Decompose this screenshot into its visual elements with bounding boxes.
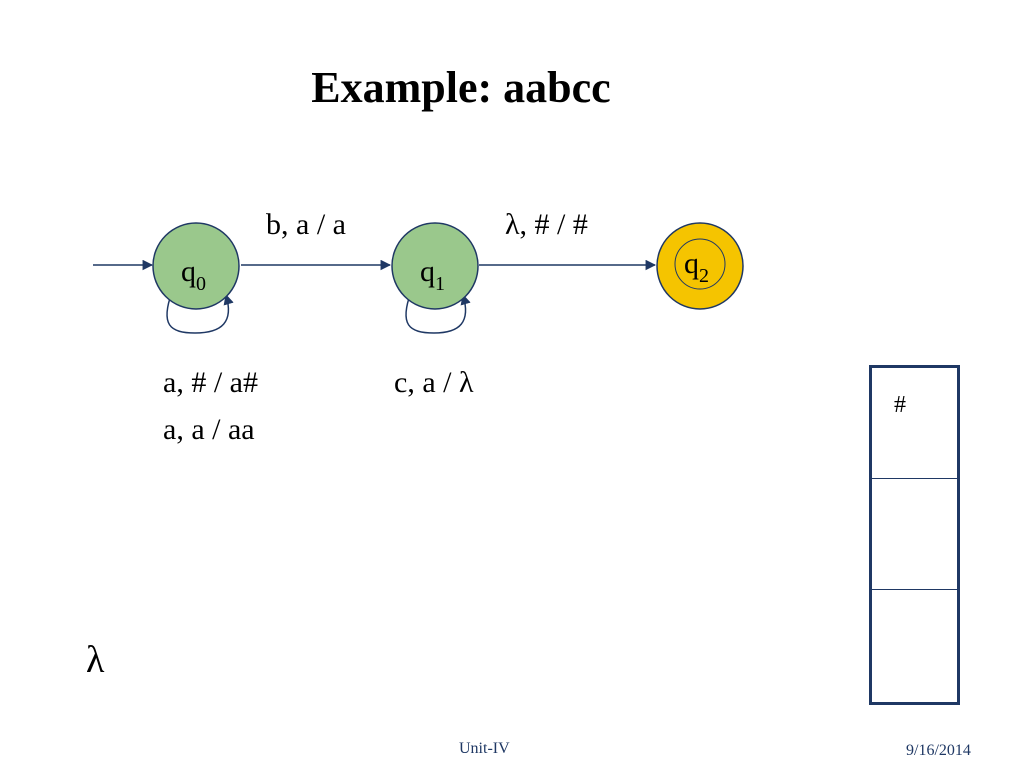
loop-q0 — [166, 291, 234, 334]
stack: # — [869, 365, 960, 705]
edge-q1-q2-label: λ, # / # — [505, 208, 588, 241]
footer-date: 9/16/2014 — [906, 742, 971, 759]
stack-cell-top: # — [872, 368, 957, 479]
final-state-ring — [674, 238, 726, 290]
slide-title: Example: aabcc — [311, 63, 611, 112]
state-q0 — [152, 222, 240, 310]
state-q0-label: q0 — [181, 255, 206, 295]
stack-cell — [872, 479, 957, 590]
state-q1 — [391, 222, 479, 310]
loop-q1-label: c, a / λ — [394, 366, 474, 399]
loop-q0-label-2: a, a / aa — [163, 413, 255, 446]
stack-cell-value: # — [894, 392, 906, 418]
stack-cell-bottom — [872, 590, 957, 701]
state-q1-label: q1 — [420, 255, 445, 295]
state-q2-label: q2 — [684, 247, 709, 287]
edge-q0-q1-label: b, a / a — [266, 208, 346, 241]
empty-string-symbol: λ — [86, 639, 105, 681]
loop-q0-label-1: a, # / a# — [163, 366, 258, 399]
footer-unit: Unit-IV — [459, 740, 510, 757]
loop-q1 — [405, 291, 471, 334]
state-q2 — [656, 222, 744, 310]
